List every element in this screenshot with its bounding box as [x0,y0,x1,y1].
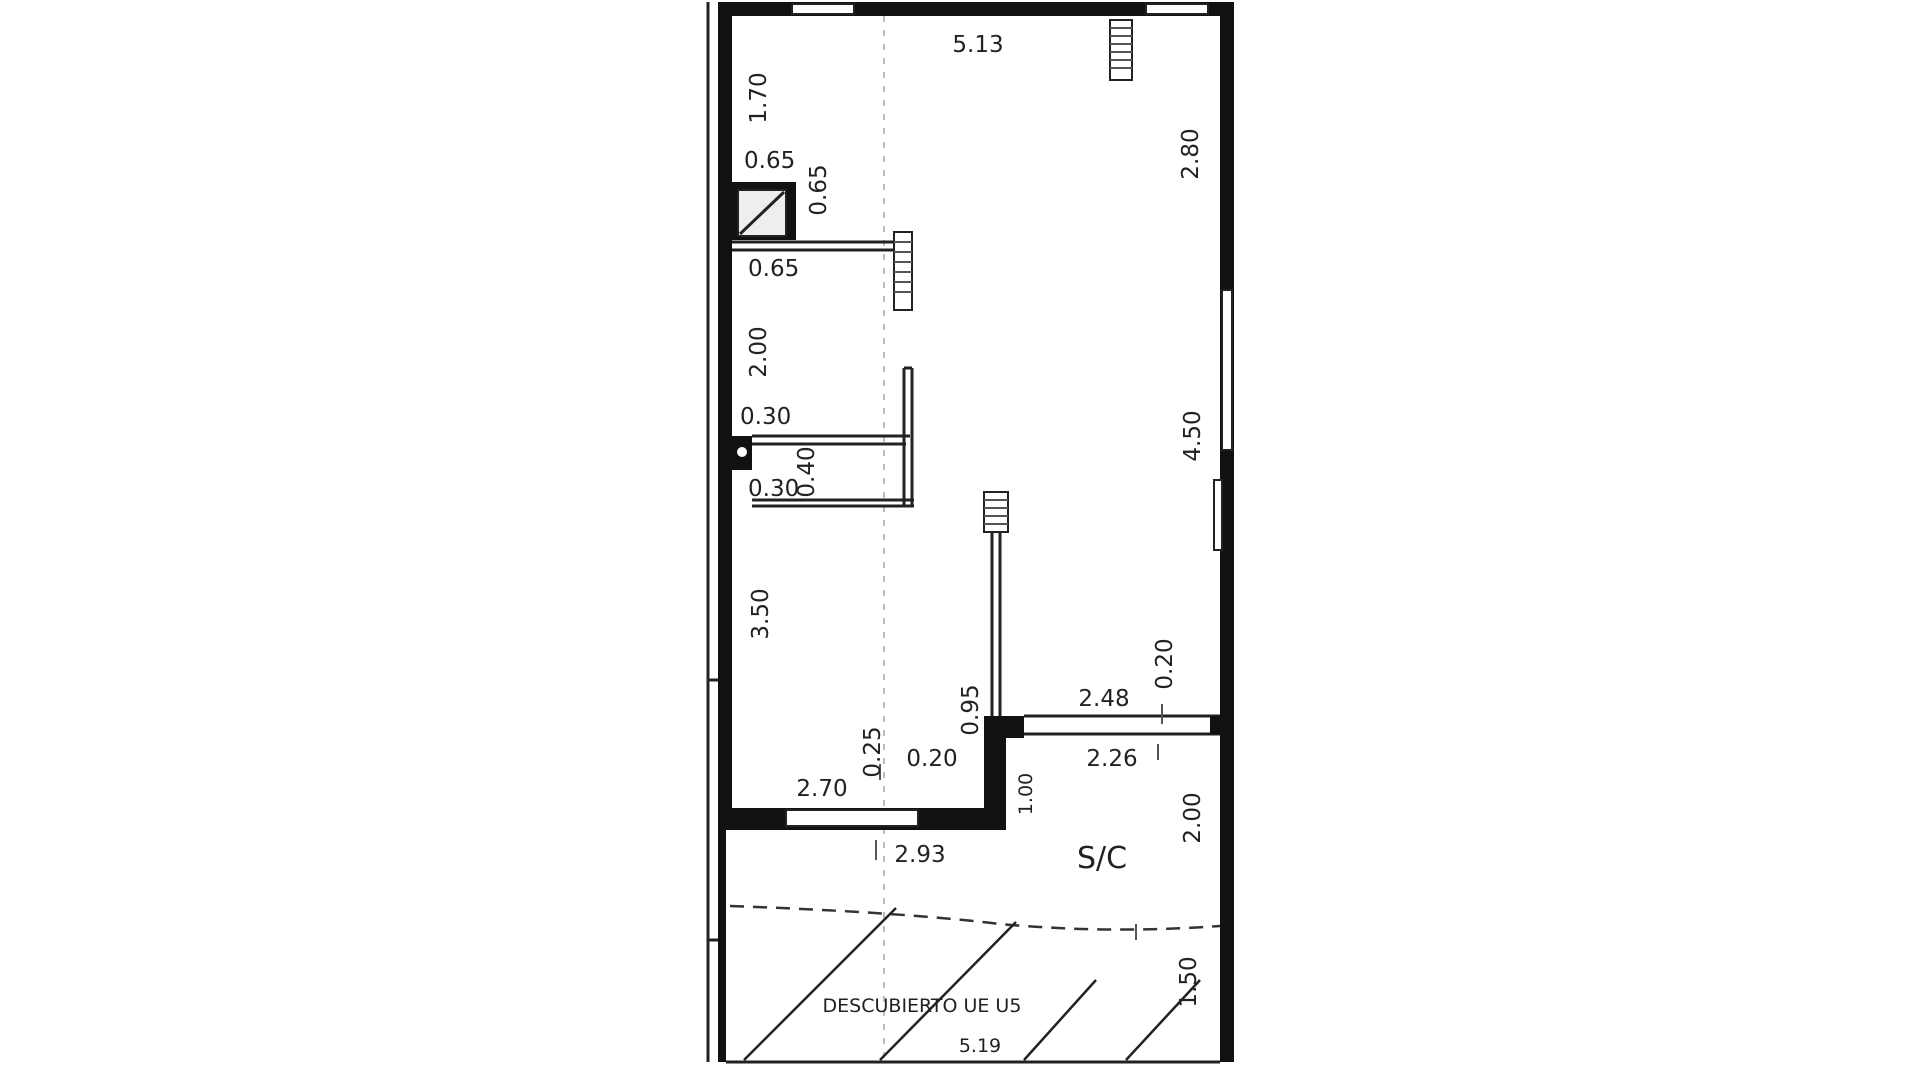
dim-left-middle: 2.00 [746,326,772,377]
window-top-right [1145,3,1209,15]
dim-open-depth: 1.50 [1176,956,1202,1007]
dim-shaft-width: 0.65 [744,148,795,174]
radiator-top-fins [1110,27,1132,69]
dim-left-upper: 1.70 [746,72,772,123]
dim-shaft-bottom: 0.65 [748,256,799,282]
dim-front-width: 2.70 [796,776,847,802]
window-top-left [791,3,855,15]
dim-partition-offset: 0.95 [958,684,984,735]
dim-open-width: 5.19 [959,1035,1001,1057]
column-hole [737,447,747,457]
dim-top-width: 5.13 [952,32,1003,58]
label-uncovered-area: DESCUBIERTO UE U5 [823,995,1022,1017]
dim-step-height: 1.00 [1015,773,1037,815]
dim-balcony-wall: 0.20 [1152,638,1178,689]
shaft-diagonal [738,190,786,236]
dim-left-lower: 3.50 [748,588,774,639]
dim-column-top: 0.30 [740,404,791,430]
dim-front-total: 2.93 [894,842,945,868]
dim-front-depth: 0.25 [860,726,886,777]
radiator-kitchen-fins [894,241,912,293]
dim-front-wall: 0.20 [906,746,957,772]
wall-left [718,2,732,822]
window-right [1221,289,1233,451]
roof-edge-line [729,904,1221,931]
dim-shaft-height: 0.65 [806,164,832,215]
balcony-wall-end [1210,716,1220,734]
wall-right [1220,2,1234,1062]
radiator-living-fins [984,499,1008,525]
dim-column-bottom: 0.30 [748,476,799,502]
dimension-ticks [875,704,1163,940]
dim-balcony-width: 2.48 [1078,686,1129,712]
label-covered-area: S/C [1077,841,1127,876]
radiator-living [983,491,1009,533]
dim-column-height: 0.40 [794,446,820,497]
uncovered-hatch [743,907,1201,1061]
wall-step [984,716,1006,830]
wall-left-lower [718,822,726,1062]
dim-balcony-inner: 2.26 [1086,746,1137,772]
window-bottom [785,809,919,827]
dim-sc-depth: 2.00 [1180,792,1206,843]
dim-right-upper: 2.80 [1178,128,1204,179]
door-right [1213,479,1223,551]
dim-right-middle: 4.50 [1180,410,1206,461]
